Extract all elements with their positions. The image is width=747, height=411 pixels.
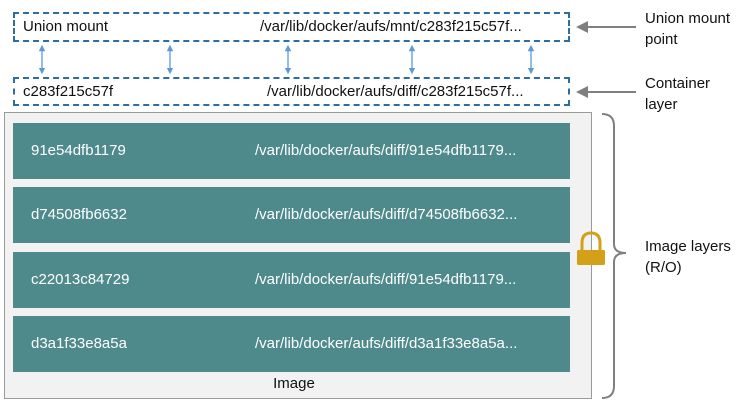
layer-path: /var/lib/docker/aufs/diff/d3a1f33e8a5a..…: [255, 335, 518, 352]
image-label: Image: [273, 375, 315, 392]
container-layer-path: /var/lib/docker/aufs/diff/c283f215c57f..…: [267, 83, 524, 100]
container-layer-box: c283f215c57f /var/lib/docker/aufs/diff/c…: [13, 77, 570, 106]
layer-path: /var/lib/docker/aufs/diff/91e54dfb1179..…: [255, 142, 517, 159]
brace-icon: [601, 113, 627, 399]
sync-arrows: [38, 44, 535, 75]
layer-path: /var/lib/docker/aufs/diff/91e54dfb1179..…: [255, 271, 517, 288]
image-layer: d3a1f33e8a5a /var/lib/docker/aufs/diff/d…: [13, 316, 570, 372]
union-mount-name: Union mount: [23, 18, 109, 35]
image-layer: c22013c84729 /var/lib/docker/aufs/diff/9…: [13, 252, 570, 308]
union-mount-point-label: Union mount point: [645, 10, 731, 48]
union-mount-box: Union mount /var/lib/docker/aufs/mnt/c28…: [13, 12, 570, 42]
image-layer: 91e54dfb1179 /var/lib/docker/aufs/diff/9…: [13, 123, 570, 179]
image-layers-label: Image layers (R/O): [645, 238, 731, 276]
layer-id: d3a1f33e8a5a: [31, 335, 127, 352]
layer-id: d74508fb6632: [31, 206, 127, 223]
container-layer-name: c283f215c57f: [23, 83, 114, 100]
container-layer-label: Container layer: [645, 75, 711, 113]
layer-id: 91e54dfb1179: [31, 142, 126, 159]
layer-path: /var/lib/docker/aufs/diff/d74508fb6632..…: [255, 206, 518, 223]
layer-id: c22013c84729: [31, 271, 130, 288]
image-layer: d74508fb6632 /var/lib/docker/aufs/diff/d…: [13, 187, 570, 243]
union-mount-path: /var/lib/docker/aufs/mnt/c283f215c57f...: [260, 18, 522, 35]
